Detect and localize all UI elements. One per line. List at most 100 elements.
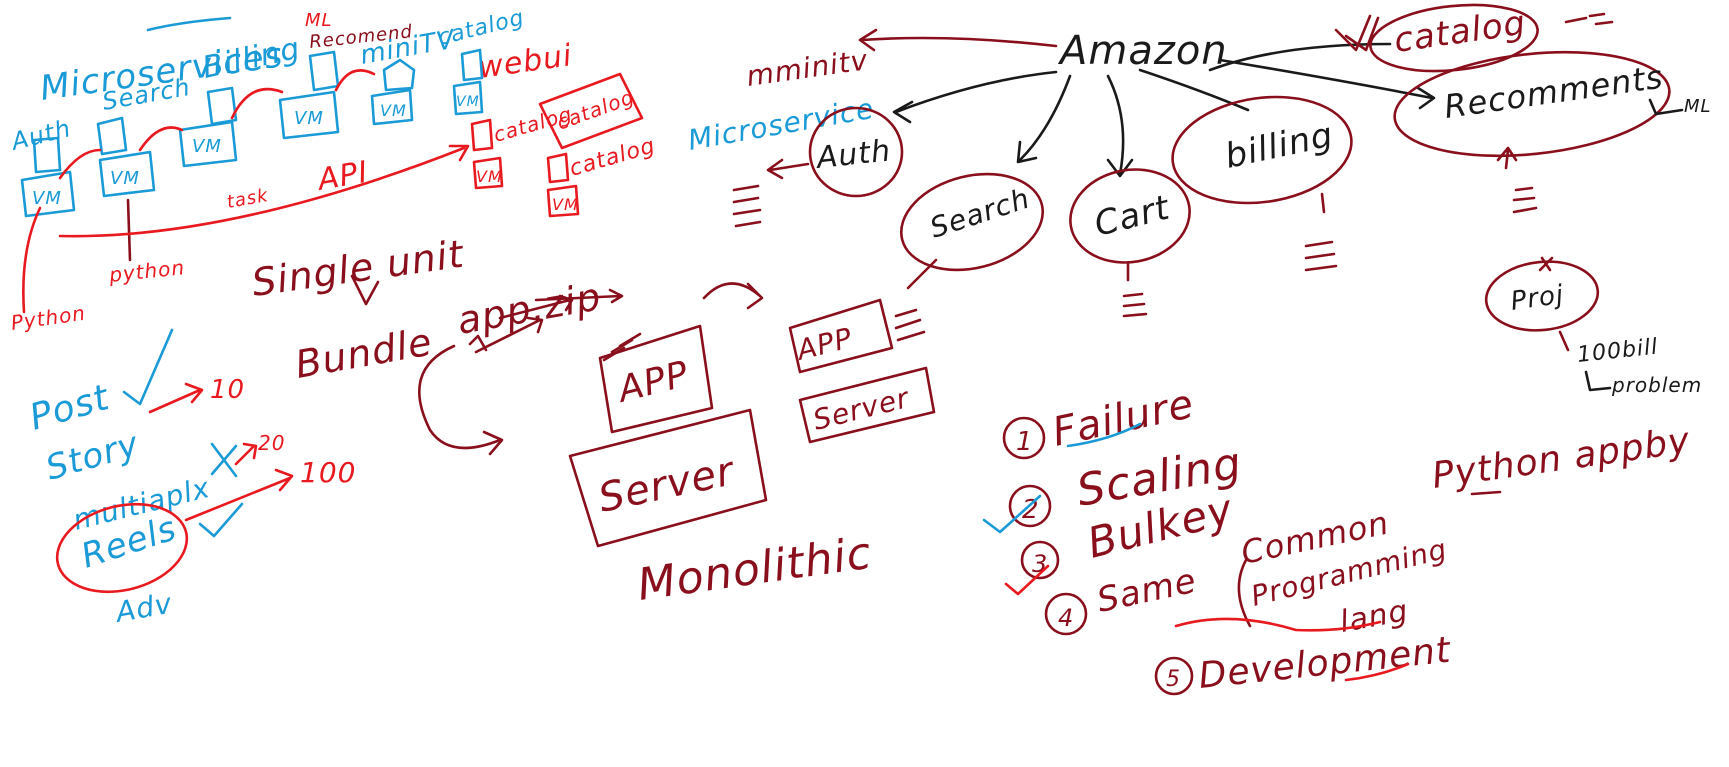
- node-ml: ML: [1684, 96, 1712, 117]
- node-catalog: catalog: [1392, 3, 1529, 61]
- label-ml: ML: [305, 10, 333, 31]
- post-check: [122, 328, 174, 406]
- node-proj-circle: [1484, 260, 1600, 332]
- problem-num-5: 5: [1166, 667, 1181, 692]
- music-cross: [210, 442, 238, 478]
- label-story: Story: [41, 424, 143, 489]
- arrow-to-mminitv: [858, 28, 1058, 52]
- label-server: Server: [595, 448, 740, 522]
- zip-arrows: [468, 288, 624, 354]
- small-server-box: Server: [798, 366, 936, 444]
- connector-python-tick: [126, 198, 132, 262]
- cart-notes: [1122, 262, 1148, 318]
- node-100bill: 100bill: [1576, 335, 1659, 368]
- auth-notes: [732, 184, 762, 228]
- reels-circle: [55, 502, 189, 594]
- problem-2-check: [982, 494, 1042, 534]
- bundle-curve-arrow: [417, 344, 504, 456]
- proj-cross: [1538, 256, 1554, 272]
- connector-left-curve: [22, 206, 42, 314]
- label-20: 20: [258, 431, 285, 455]
- label-app: APP: [612, 354, 693, 411]
- label-mminitv: mminitv: [744, 43, 870, 93]
- vm-box-3: VM: [178, 86, 238, 168]
- label-webui: webui: [476, 38, 574, 86]
- label-app-zip: app.zip: [454, 274, 605, 343]
- label-catalog-blue: catalog: [435, 5, 527, 51]
- arrow-to-catalog: [1208, 42, 1392, 72]
- vm-box-2: VM: [96, 116, 156, 198]
- catalog-scribble: [1334, 14, 1380, 52]
- vm-box-5: VM: [370, 58, 416, 126]
- node-recommend-circle: [1393, 50, 1671, 158]
- label-100: 100: [300, 456, 356, 489]
- ml-arrow: [1648, 98, 1684, 116]
- arrow-to-auth: [892, 70, 1058, 124]
- node-cart-circle: [1069, 168, 1191, 264]
- story-arrow: [148, 382, 204, 414]
- node-search: Search: [926, 182, 1034, 245]
- arrow-to-billing: [1138, 68, 1250, 112]
- problem-arrow: [1584, 370, 1612, 392]
- failure-underline: [1066, 422, 1142, 448]
- node-billing-circle: [1171, 95, 1353, 205]
- node-search-circle: [899, 172, 1045, 272]
- problem-same: Same: [1094, 561, 1201, 621]
- label-python-1: Python: [9, 301, 87, 335]
- reels-arrow: [184, 468, 294, 522]
- label-api: API: [313, 155, 371, 199]
- reels-check: [198, 502, 244, 538]
- label-post: Post: [25, 377, 115, 439]
- node-cart: Cart: [1091, 187, 1175, 244]
- label-task: task: [225, 185, 270, 213]
- node-auth-circle: [808, 106, 904, 198]
- label-python-appby: Python appby: [1430, 420, 1693, 497]
- single-unit-arrow: [350, 274, 380, 306]
- arrow-to-search: [1016, 74, 1072, 164]
- label-monolithic: Monolithic: [634, 528, 875, 611]
- vm-label-1: VM: [32, 188, 62, 209]
- node-problem: problem: [1611, 373, 1702, 397]
- monolith-loop-arrow: [702, 282, 764, 310]
- arrow-to-cart: [1106, 74, 1134, 178]
- vm-label-2: VM: [110, 168, 140, 189]
- proj-line: [1558, 330, 1570, 352]
- label-bundle: Bundle: [292, 320, 436, 387]
- amazon-root: Amazon: [1057, 28, 1228, 74]
- billing-notes: [1304, 192, 1338, 272]
- problem-development: Development: [1197, 630, 1454, 697]
- monolith-server-box: Server: [568, 408, 768, 548]
- problem-5: 5 Development: [1154, 630, 1454, 697]
- vm-label-4: VM: [294, 108, 324, 129]
- monolith-app-box: APP: [598, 324, 714, 434]
- vm-label-3: VM: [192, 136, 222, 157]
- node-auth: Auth: [813, 133, 893, 176]
- api-arrow: [58, 144, 470, 238]
- catalog-dashes: [1564, 12, 1614, 26]
- webui-box: catalog: [538, 72, 644, 150]
- vm-box-6: VM: [452, 48, 484, 116]
- python-underline: [1470, 490, 1502, 496]
- label-auth: Auth: [7, 114, 74, 156]
- auth-arrow-left: [766, 158, 810, 180]
- connector-arcs: [58, 69, 376, 180]
- label-adv: Adv: [112, 587, 175, 630]
- development-underline: [1344, 662, 1410, 682]
- problem-num-4: 4: [1058, 604, 1074, 632]
- problem-3-check: [1004, 564, 1050, 596]
- problem-4-underline: [1174, 617, 1382, 632]
- vm-red-label-2: VM: [552, 195, 579, 214]
- recommend-up-arrow: [1496, 146, 1518, 170]
- vm-red-label-1: VM: [476, 167, 503, 186]
- vm-box-1: VM: [20, 136, 76, 218]
- problem-lang: lang: [1337, 593, 1411, 639]
- problem-num-1: 1: [1016, 427, 1034, 457]
- microservices-underline: [146, 16, 232, 32]
- label-10: 10: [210, 375, 245, 405]
- label-python-2: python: [107, 255, 186, 287]
- search-line: [906, 258, 938, 290]
- label-catalog-webui: catalog: [554, 84, 638, 134]
- node-billing: billing: [1222, 115, 1337, 177]
- node-proj: Proj: [1509, 280, 1566, 317]
